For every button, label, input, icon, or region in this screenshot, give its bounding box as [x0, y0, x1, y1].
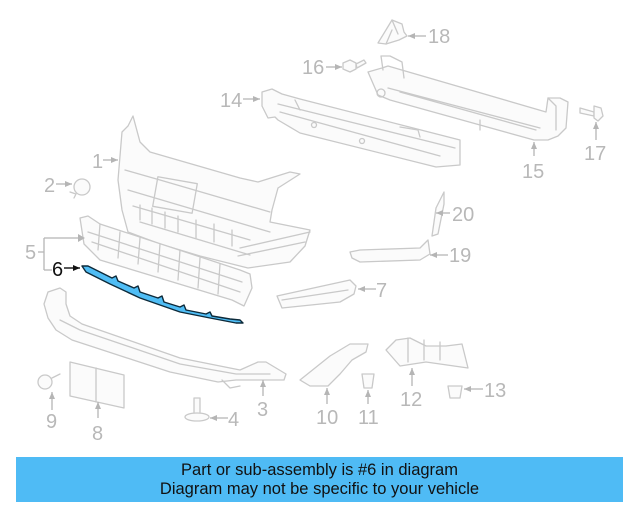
callout-1[interactable]: 1 — [92, 151, 118, 173]
svg-text:3: 3 — [257, 399, 268, 421]
svg-text:19: 19 — [449, 245, 471, 267]
part-20-trim[interactable] — [431, 191, 445, 237]
callout-8[interactable]: 8 — [92, 402, 103, 445]
svg-text:15: 15 — [522, 161, 544, 183]
part-14-energy-absorber[interactable] — [261, 88, 461, 168]
part-16-bolt[interactable] — [342, 59, 367, 73]
callout-17[interactable]: 17 — [584, 122, 606, 165]
part-12-mount-bracket[interactable] — [385, 337, 469, 369]
callout-16[interactable]: 16 — [302, 57, 342, 79]
part-2-tow-hook-cover[interactable] — [69, 178, 91, 199]
svg-text:17: 17 — [584, 143, 606, 165]
svg-text:10: 10 — [316, 407, 338, 429]
callout-12[interactable]: 12 — [400, 368, 422, 411]
svg-text:6: 6 — [52, 259, 63, 281]
callout-6-highlighted[interactable]: 6 — [52, 259, 80, 281]
callout-3[interactable]: 3 — [257, 380, 268, 421]
part-11-nut[interactable] — [361, 373, 375, 389]
part-17-bolt[interactable] — [579, 105, 604, 122]
callout-20[interactable]: 20 — [436, 204, 474, 226]
svg-text:1: 1 — [92, 151, 103, 173]
svg-text:16: 16 — [302, 57, 324, 79]
callout-7[interactable]: 7 — [358, 280, 387, 302]
svg-text:13: 13 — [484, 380, 506, 402]
callout-13[interactable]: 13 — [464, 380, 506, 402]
callout-18[interactable]: 18 — [408, 26, 450, 48]
callout-14[interactable]: 14 — [220, 90, 260, 112]
part-15-reinforcement-bar[interactable] — [367, 55, 569, 141]
svg-text:5: 5 — [25, 242, 36, 264]
svg-text:2: 2 — [44, 175, 55, 197]
callout-4[interactable]: 4 — [210, 409, 239, 431]
svg-text:7: 7 — [376, 280, 387, 302]
part-13-nut[interactable] — [447, 385, 463, 399]
parts-diagram: 18 16 14 15 17 1 2 20 19 5 6 7 — [25, 19, 606, 445]
part-8-license-bracket[interactable] — [69, 361, 125, 409]
part-7-molding[interactable] — [276, 279, 357, 309]
callout-9[interactable]: 9 — [46, 392, 57, 433]
svg-text:14: 14 — [220, 90, 242, 112]
callout-11[interactable]: 11 — [358, 390, 379, 429]
svg-text:12: 12 — [400, 389, 422, 411]
part-5-lower-grille[interactable] — [79, 215, 253, 307]
part-3-lower-air-deflector[interactable] — [43, 287, 287, 389]
svg-text:18: 18 — [428, 26, 450, 48]
banner-line-disclaimer: Diagram may not be specific to your vehi… — [159, 479, 480, 498]
svg-text:4: 4 — [228, 409, 239, 431]
svg-text:11: 11 — [358, 407, 379, 429]
part-6-grille-molding[interactable] — [81, 265, 244, 324]
part-4-screw[interactable] — [184, 397, 210, 422]
callout-19[interactable]: 19 — [430, 245, 471, 267]
banner-line-part-number: Part or sub-assembly is #6 in diagram — [181, 460, 458, 479]
svg-text:8: 8 — [92, 423, 103, 445]
callout-10[interactable]: 10 — [316, 388, 338, 429]
callout-5[interactable]: 5 — [25, 234, 85, 271]
callout-15[interactable]: 15 — [522, 142, 544, 183]
svg-text:20: 20 — [452, 204, 474, 226]
part-19-trim[interactable] — [349, 239, 431, 263]
callout-2[interactable]: 2 — [44, 175, 72, 197]
part-9-clip[interactable] — [37, 373, 61, 390]
part-10-bracket[interactable] — [299, 343, 369, 387]
part-info-banner: Part or sub-assembly is #6 in diagram Di… — [16, 457, 623, 502]
part-18-bracket[interactable] — [377, 19, 408, 45]
svg-text:9: 9 — [46, 411, 57, 433]
